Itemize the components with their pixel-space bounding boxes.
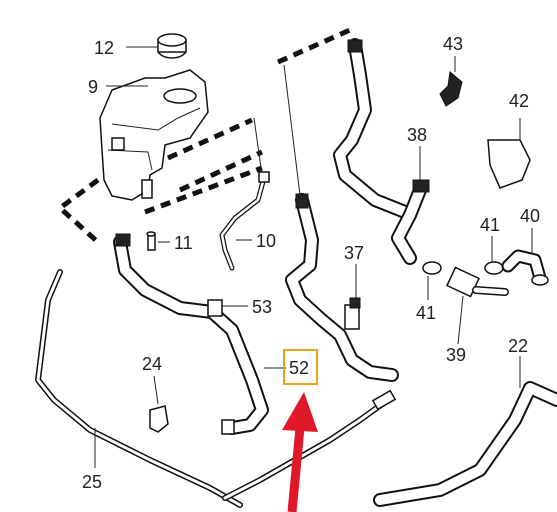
upper-hose <box>333 38 412 219</box>
leader-thin-2 <box>283 64 301 196</box>
callout-41-bottom: 41 <box>416 303 436 323</box>
clip-24 <box>149 405 169 433</box>
callout-38: 38 <box>407 125 427 145</box>
leader-39 <box>457 295 464 345</box>
lower-hose <box>113 233 269 435</box>
highlight-arrow <box>282 392 318 512</box>
clip-43 <box>439 71 463 107</box>
dashed-connection-2 <box>178 149 264 193</box>
callout-40: 40 <box>520 206 540 226</box>
callout-53: 53 <box>252 297 272 317</box>
connector-37 <box>344 297 361 330</box>
callout-10: 10 <box>256 231 276 251</box>
callout-52: 52 <box>289 358 309 378</box>
leader-24 <box>153 375 159 405</box>
callout-12: 12 <box>94 38 114 58</box>
callout-39: 39 <box>446 345 466 365</box>
callout-9: 9 <box>88 77 98 97</box>
dashed-connection-3 <box>144 165 263 215</box>
rigid-pipe <box>35 269 397 508</box>
hose-22 <box>373 381 557 507</box>
valve-39 <box>445 266 509 298</box>
callout-24: 24 <box>142 354 162 374</box>
dashed-connection-1 <box>166 117 254 161</box>
callout-43: 43 <box>443 34 463 54</box>
callout-22: 22 <box>508 336 528 356</box>
hose-40 <box>501 249 549 286</box>
highlight-box <box>283 349 318 385</box>
tank-sensor-plug <box>146 231 156 251</box>
callout-42: 42 <box>509 91 529 111</box>
bracket-42 <box>487 118 531 189</box>
callout-37: 37 <box>344 243 364 263</box>
callout-11: 11 <box>174 233 193 253</box>
clamp-41-bottom <box>422 261 442 275</box>
callout-25: 25 <box>82 472 102 492</box>
dashed-connection-5 <box>56 177 102 246</box>
expansion-tank <box>99 69 209 201</box>
hose-52 <box>285 193 399 382</box>
callout-41-top: 41 <box>480 215 500 235</box>
tank-cap <box>157 33 187 59</box>
dashed-connection-4 <box>276 27 352 65</box>
bleed-pipe <box>219 171 270 271</box>
leader-thin-1 <box>253 117 263 176</box>
clamp-41-top <box>484 261 504 275</box>
tee-38 <box>391 179 430 265</box>
